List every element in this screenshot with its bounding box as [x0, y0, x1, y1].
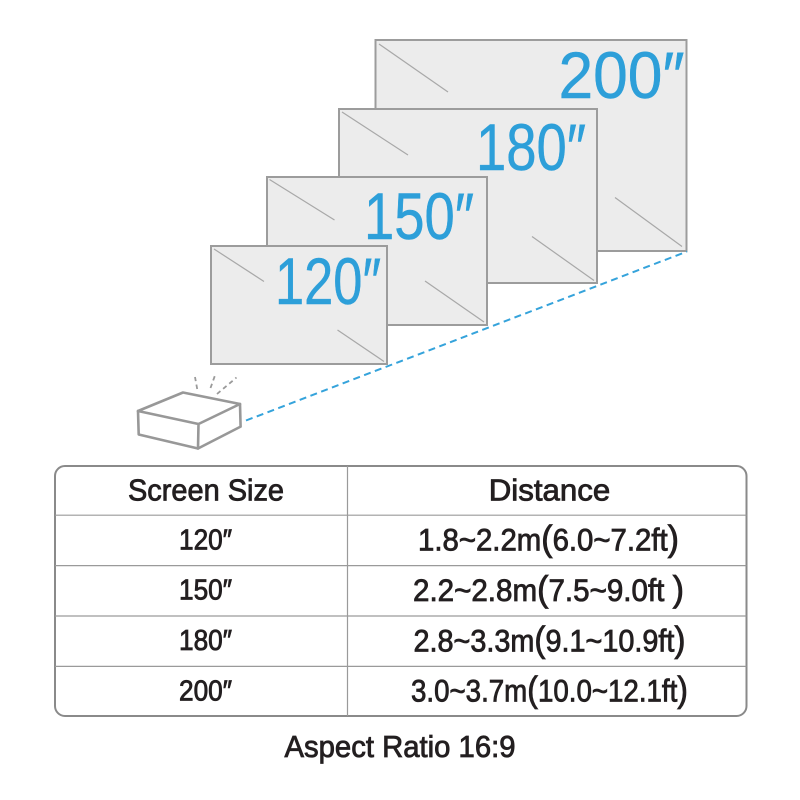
- svg-text:2.2~2.8m(7.5~9.0ft ): 2.2~2.8m(7.5~9.0ft ): [413, 568, 684, 609]
- svg-text:Screen Size: Screen Size: [128, 473, 284, 508]
- svg-text:150″: 150″: [179, 575, 232, 607]
- svg-text:Aspect Ratio 16:9: Aspect Ratio 16:9: [285, 729, 516, 764]
- svg-text:120″: 120″: [179, 524, 232, 556]
- svg-text:120″: 120″: [275, 244, 381, 318]
- svg-text:180″: 180″: [179, 625, 232, 657]
- svg-text:200″: 200″: [559, 38, 685, 112]
- svg-text:Distance: Distance: [489, 473, 611, 508]
- svg-text:200″: 200″: [179, 676, 232, 708]
- svg-text:150″: 150″: [364, 179, 474, 253]
- svg-text:3.0~3.7m(10.0~12.1ft): 3.0~3.7m(10.0~12.1ft): [411, 669, 688, 710]
- svg-text:2.8~3.3m(9.1~10.9ft): 2.8~3.3m(9.1~10.9ft): [414, 618, 686, 659]
- svg-text:180″: 180″: [476, 110, 586, 184]
- svg-text:1.8~2.2m(6.0~7.2ft): 1.8~2.2m(6.0~7.2ft): [418, 518, 679, 559]
